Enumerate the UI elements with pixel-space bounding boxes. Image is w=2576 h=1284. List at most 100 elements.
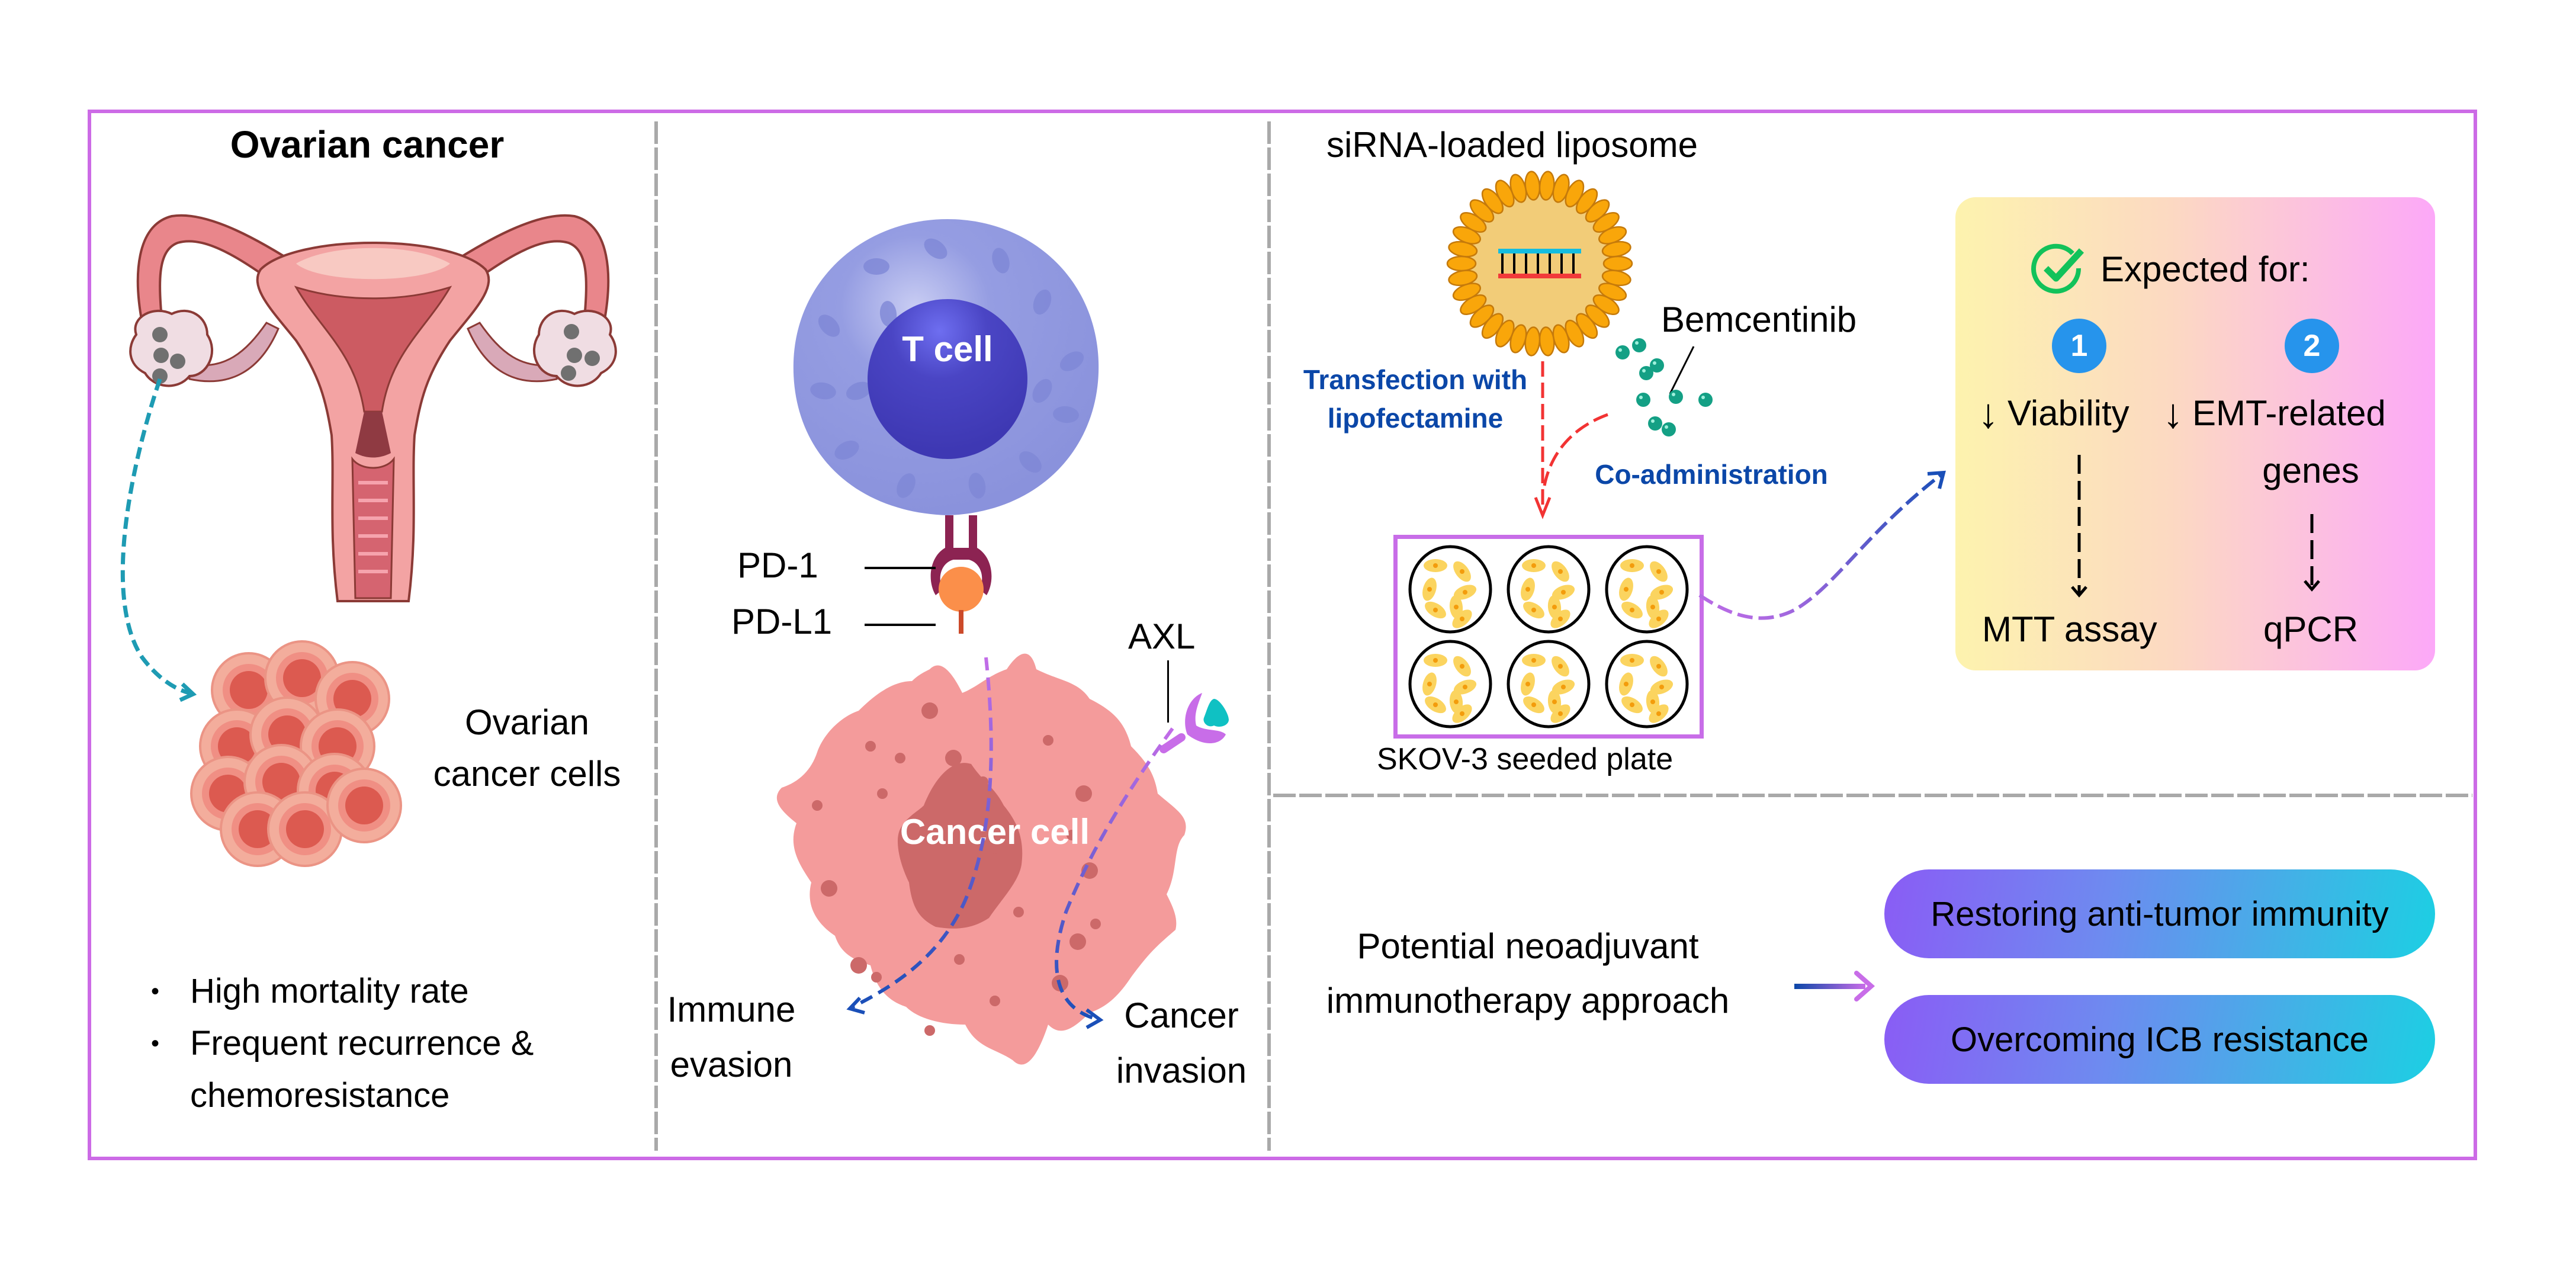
coadministration-label: Co-administration <box>1595 459 1828 490</box>
granule <box>924 1025 935 1036</box>
granule <box>895 753 905 763</box>
step-1-badge: 1 <box>2052 319 2106 373</box>
axl-label: AXL <box>1128 617 1196 656</box>
granule <box>871 972 882 983</box>
axl-receptor <box>1159 693 1229 753</box>
outcome-pill-label: Overcoming ICB resistance <box>1951 1020 2369 1059</box>
expected-heading: Expected for: <box>2100 249 2310 289</box>
granule <box>850 957 867 974</box>
uterine-cavity <box>294 285 452 413</box>
organelle <box>1033 289 1052 315</box>
outcome-immune-evasion-line2: evasion <box>670 1045 793 1084</box>
axl-receptor-stem <box>1159 733 1186 753</box>
organelle <box>1019 451 1042 473</box>
metastasis-arrow <box>120 378 197 702</box>
check-circle-icon <box>2031 243 2084 294</box>
granule <box>954 954 965 965</box>
drug-molecule <box>1698 393 1713 407</box>
lipid-head <box>1446 255 1477 272</box>
organelle <box>863 258 889 275</box>
outcome-immune-evasion-line1: Immune <box>667 990 796 1029</box>
figure-frame <box>88 110 2477 1160</box>
bemcentinib-molecules <box>1615 338 1713 436</box>
cells-label-line2: cancer cells <box>433 754 621 794</box>
cancer-cell-granules <box>812 702 1101 1036</box>
organelle <box>1032 378 1052 403</box>
granule <box>877 788 888 799</box>
expected-outcomes-box: Expected for: 1 2 ↓ Viability ↓ EMT-rela… <box>1955 197 2435 670</box>
drug-molecule <box>1669 390 1683 404</box>
cancer-cell-label-layer <box>0 0 1 1</box>
pdl1-label: PD-L1 <box>731 602 833 641</box>
organelle <box>846 381 872 400</box>
list-item: • High mortality rate <box>151 965 534 1017</box>
bullet-icon: • <box>151 978 160 1004</box>
list-item-text: High mortality rate <box>190 972 469 1010</box>
sirna-strand-top <box>1498 249 1581 253</box>
outcome-cancer-invasion-line2: invasion <box>1116 1051 1247 1090</box>
cervical-canal <box>355 412 391 458</box>
ovarian-cancer-cell-cluster <box>190 640 402 867</box>
plate-well <box>1507 640 1591 728</box>
red-arrowhead <box>1534 497 1552 519</box>
axl-ligand-icon <box>1203 699 1229 727</box>
organelle <box>1059 351 1084 371</box>
plate-well <box>1605 545 1689 634</box>
pdl1-ligand <box>939 567 984 612</box>
granule <box>1090 919 1101 929</box>
effect-2-label-line2: genes <box>2262 451 2359 490</box>
axl-leader-line <box>1167 660 1169 723</box>
ovary-left-with-tumor <box>129 310 214 387</box>
approach-label-line1: Potential neoadjuvant <box>1357 926 1699 966</box>
vaginal-canal <box>351 456 395 599</box>
pd1-leader-line <box>865 567 936 569</box>
cancer-cell-label: Cancer cell <box>900 812 1090 852</box>
organelle <box>818 314 840 337</box>
pd1-receptor-stalk-right <box>969 515 977 551</box>
pd1-receptor-stalk-left <box>945 515 953 551</box>
granule <box>1075 785 1092 802</box>
list-item: •Frequent recurrence & <box>151 1017 534 1070</box>
granule <box>1069 933 1086 950</box>
ovarian-ligament-right <box>467 322 558 383</box>
bullet-icon: • <box>151 1031 160 1057</box>
outcome-cancer-invasion-line1: Cancer <box>1124 996 1239 1035</box>
uterus-top-highlight <box>296 248 450 280</box>
signalling-arrows <box>846 657 1174 1029</box>
granule <box>1067 830 1077 840</box>
assay-2-label: qPCR <box>2263 609 2359 649</box>
granule <box>990 996 1000 1006</box>
ovarian-ligament-left <box>188 322 280 383</box>
organelle <box>879 301 897 327</box>
immune-evasion-arrowhead <box>846 996 865 1015</box>
vaginal-rugae <box>358 481 388 573</box>
cancer-invasion-arrow <box>1055 727 1174 1020</box>
granule <box>921 702 938 719</box>
approach-arrow-icon <box>1794 971 1875 1001</box>
immune-evasion-arrow <box>852 657 993 1009</box>
pd1-receptor-cup <box>930 548 992 595</box>
organelle <box>1053 406 1079 423</box>
granule <box>945 750 962 766</box>
divider-vertical-2 <box>1267 121 1271 1151</box>
organelle <box>810 382 836 400</box>
effect-1-label: Viability <box>2008 393 2129 433</box>
granule <box>1043 735 1053 746</box>
outcome-pill-label: Restoring anti-tumor immunity <box>1931 894 2389 933</box>
coadministration-arrow <box>1543 413 1608 486</box>
t-cell-nucleus <box>868 299 1027 459</box>
decrease-arrow-icon: ↓ <box>1978 390 1999 436</box>
skov3-seeded-plate <box>1393 535 1704 739</box>
cancer-cell-illustration <box>776 653 1186 1065</box>
t-cell-label: T cell <box>902 329 993 369</box>
organelle <box>992 248 1010 274</box>
cancer-invasion-arrowhead <box>1085 1008 1104 1029</box>
pdl1-stalk <box>959 610 963 634</box>
cancer-cell-nucleus <box>897 763 1023 929</box>
granule <box>812 800 823 811</box>
outcome-pill-restoring-immunity: Restoring anti-tumor immunity <box>1884 869 2435 958</box>
sirna-base-pairs <box>1501 253 1575 274</box>
list-item: chemoresistance <box>151 1070 534 1122</box>
plate-label: SKOV-3 seeded plate <box>1377 742 1674 776</box>
lipid-head <box>1601 240 1631 258</box>
